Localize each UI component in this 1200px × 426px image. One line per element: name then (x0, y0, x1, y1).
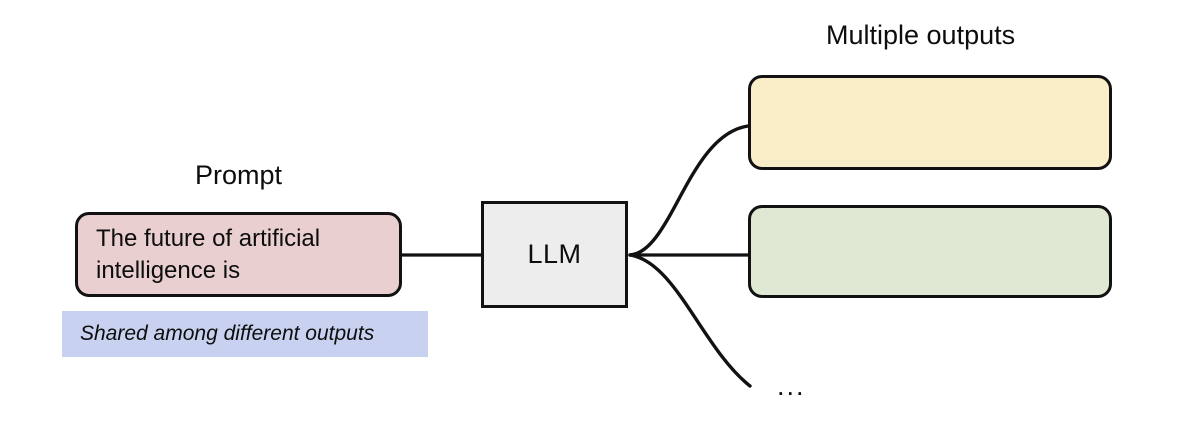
shared-among-outputs-label: Shared among different outputs (80, 322, 375, 345)
output-box-1 (748, 75, 1112, 170)
shared-among-outputs-banner: Shared among different outputs (62, 311, 428, 357)
llm-label: LLM (527, 239, 582, 269)
connector-llm-to-ellipsis (628, 253, 752, 388)
prompt-box: The future of artificial intelligence is (75, 212, 402, 297)
more-outputs-ellipsis: ... (777, 371, 806, 401)
prompt-section-label: Prompt (195, 160, 283, 190)
prompt-text: The future of artificial intelligence is (96, 224, 321, 284)
connector-llm-to-output-1 (628, 124, 750, 257)
outputs-section-label: Multiple outputs (826, 20, 1016, 50)
output-box-2 (748, 205, 1112, 298)
llm-box: LLM (481, 201, 628, 308)
